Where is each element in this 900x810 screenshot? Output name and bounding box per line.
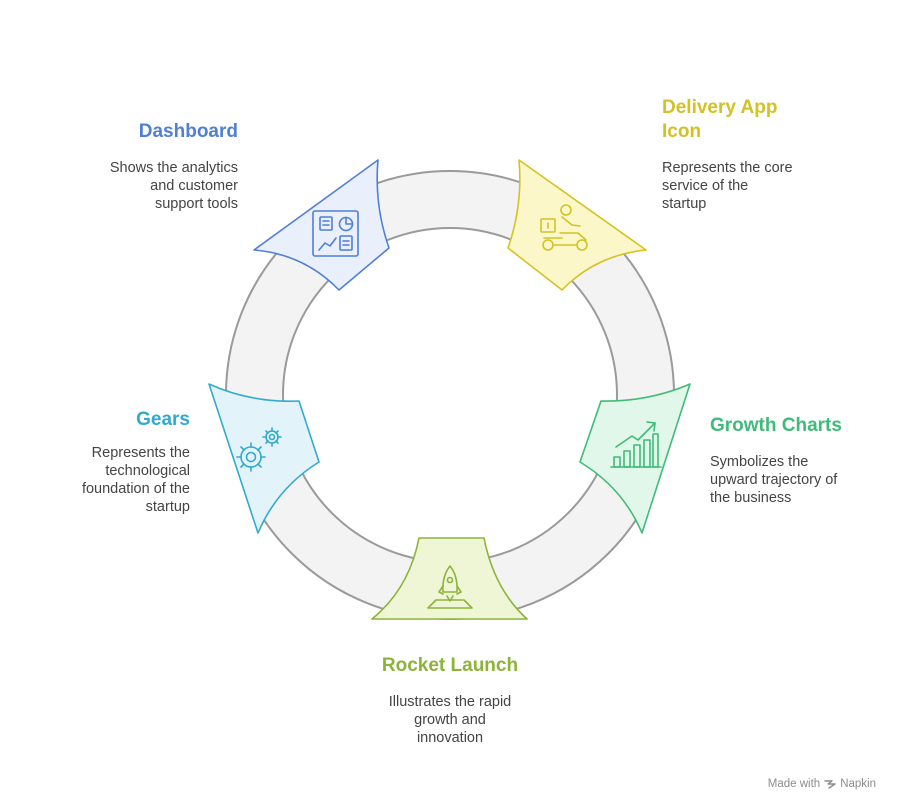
- delivery-description-line: startup: [662, 196, 707, 212]
- segment-growth-shape: [579, 383, 691, 534]
- gears-title: Gears: [136, 409, 190, 430]
- segment-delivery: [507, 159, 647, 291]
- footer-attribution[interactable]: Made with Napkin: [768, 778, 876, 790]
- rocket-icon: [427, 565, 473, 609]
- growth-title: Growth Charts: [710, 415, 842, 436]
- dashboard-description-line: support tools: [154, 196, 238, 212]
- footer-brand: Napkin: [840, 778, 876, 790]
- segment-dashboard: [253, 159, 390, 291]
- gears-description-line: Represents the: [91, 445, 190, 461]
- footer-text: Made with: [767, 778, 821, 790]
- delivery-scooter-icon: [540, 204, 588, 251]
- segment-gears: [208, 383, 320, 534]
- dashboard-description-line: and customer: [150, 178, 238, 194]
- napkin-logo-icon: [824, 780, 836, 789]
- dashboard-title: Dashboard: [138, 121, 238, 142]
- growth-description-line: Symbolizes the: [710, 454, 809, 470]
- segment-dashboard-shape: [253, 159, 390, 291]
- rocket-description-line: Illustrates the rapid: [388, 694, 512, 710]
- growth-description-line: upward trajectory of: [710, 472, 838, 488]
- delivery-description-line: Represents the core: [662, 160, 793, 176]
- dashboard-description-line: Shows the analytics: [109, 160, 238, 176]
- delivery-title: Delivery App Icon: [662, 96, 862, 144]
- gears-description-line: technological: [105, 463, 190, 479]
- segment-rocket-shape: [371, 537, 528, 620]
- rocket-description-line: innovation: [416, 730, 484, 746]
- delivery-description-line: service of the: [662, 178, 749, 194]
- delivery-description: Represents the core service of the start…: [662, 159, 862, 213]
- growth-description: Symbolizes the upward trajectory of the …: [710, 453, 890, 507]
- delivery-title-line: Delivery App: [662, 97, 778, 118]
- rocket-title: Rocket Launch: [381, 655, 519, 676]
- gears-description-line: foundation of the: [81, 481, 190, 497]
- gears-description: Represents the technological foundation …: [30, 444, 190, 516]
- segment-growth: [579, 383, 691, 534]
- segment-gears-shape: [208, 383, 320, 534]
- gears-description-line: startup: [145, 499, 190, 515]
- growth-chart-icon: [610, 421, 662, 468]
- segment-rocket: [371, 537, 528, 620]
- growth-description-line: the business: [710, 490, 792, 506]
- dashboard-description: Shows the analytics and customer support…: [58, 159, 238, 213]
- rocket-description: Illustrates the rapid growth and innovat…: [340, 693, 560, 747]
- delivery-title-line: Icon: [662, 121, 702, 142]
- dashboard-icon: [312, 210, 359, 257]
- gears-icon: [236, 427, 282, 472]
- rocket-description-line: growth and: [414, 712, 486, 728]
